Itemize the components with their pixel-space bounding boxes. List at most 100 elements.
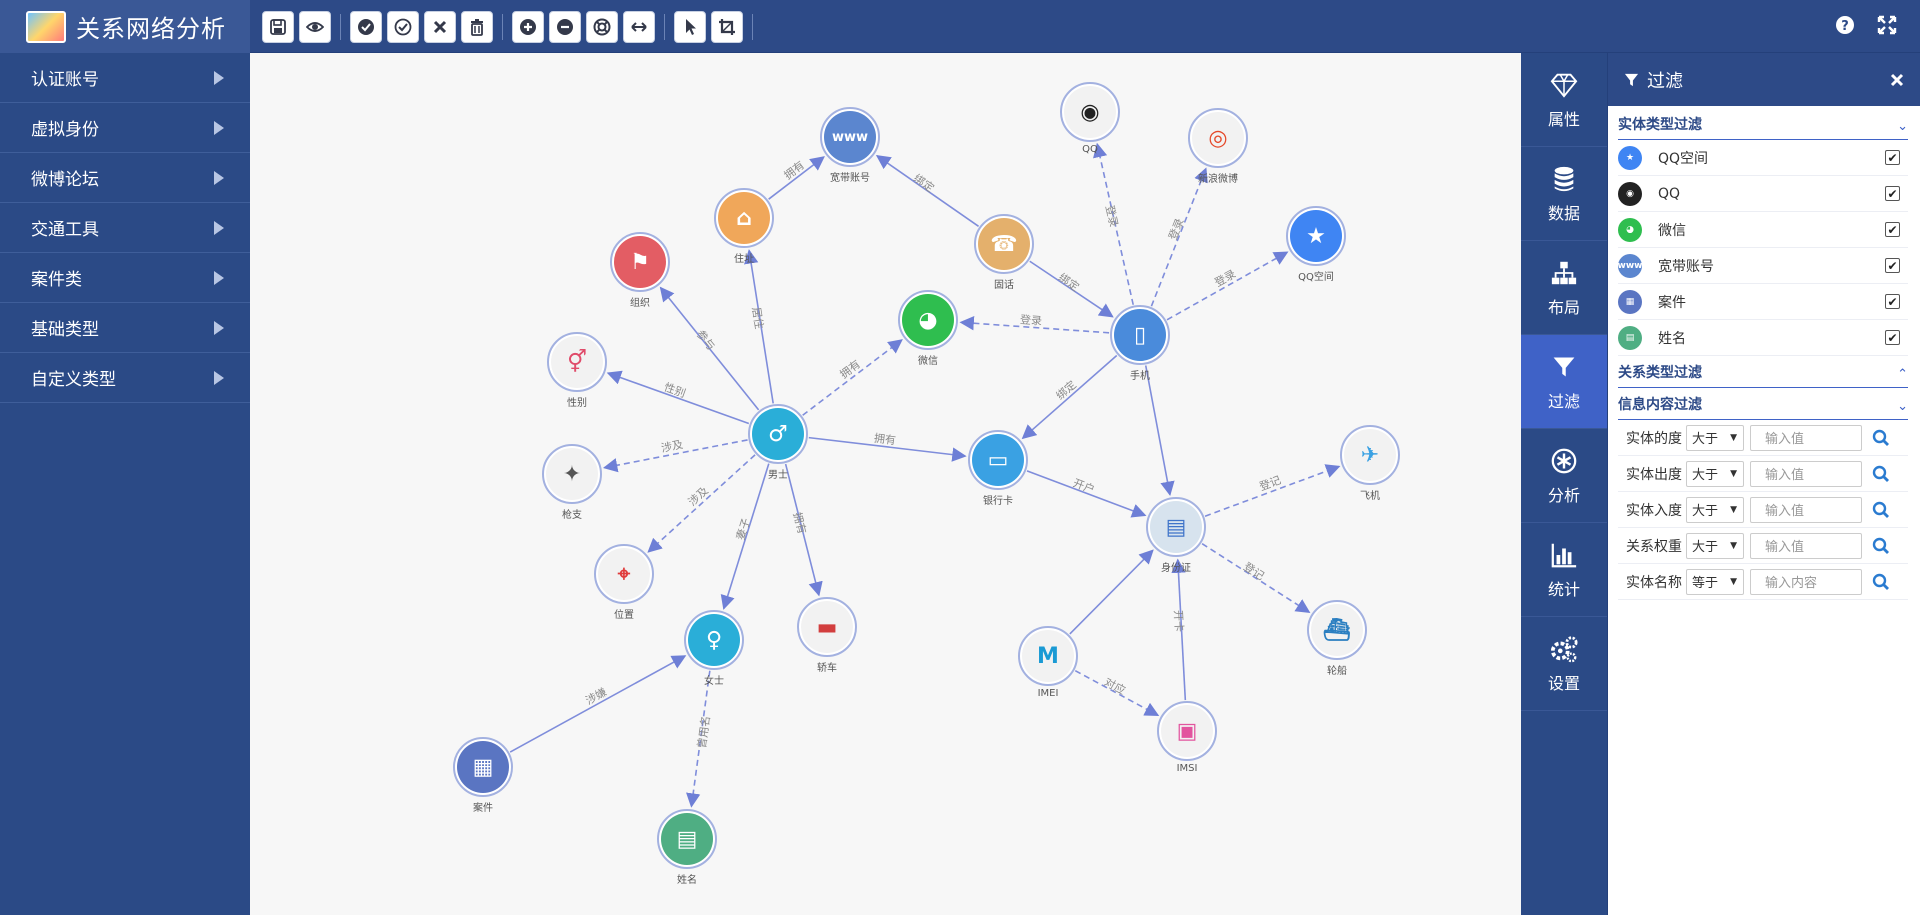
help-button[interactable]: ? xyxy=(1834,14,1856,36)
entity-type-row[interactable]: ◉QQ✔ xyxy=(1618,176,1908,212)
graph-edge-man-bank[interactable] xyxy=(808,436,967,462)
graph-node-weibo[interactable]: ◎ xyxy=(1188,108,1248,168)
sidebar-item-custom-type[interactable]: 自定义类型 xyxy=(0,353,250,403)
search-icon[interactable] xyxy=(1872,573,1890,591)
graph-node-wechat[interactable]: ◕ xyxy=(898,290,958,350)
fullscreen-button[interactable] xyxy=(1876,14,1898,36)
close-panel-icon[interactable] xyxy=(1890,73,1904,87)
tab-data[interactable]: 数据 xyxy=(1521,147,1607,241)
sidebar-item-transport[interactable]: 交通工具 xyxy=(0,203,250,253)
graph-edge-mobile-idcard[interactable] xyxy=(1144,365,1175,496)
graph-edge-mobile-weibo[interactable] xyxy=(1150,167,1208,307)
tab-settings[interactable]: 设置 xyxy=(1521,617,1607,711)
entity-type-checkbox[interactable]: ✔ xyxy=(1885,222,1900,237)
save-button[interactable] xyxy=(262,11,294,43)
graph-edge-man-woman[interactable] xyxy=(720,463,770,610)
crop-button[interactable] xyxy=(711,11,743,43)
entity-type-row[interactable]: ▤姓名✔ xyxy=(1618,320,1908,356)
graph-node-location[interactable]: ⌖ xyxy=(594,544,654,604)
graph-edge-home-broadband[interactable] xyxy=(768,156,825,200)
check-button[interactable] xyxy=(350,11,382,43)
tab-analysis[interactable]: 分析 xyxy=(1521,429,1607,523)
graph-node-woman[interactable]: ♀ xyxy=(684,610,744,670)
sidebar-item-case[interactable]: 案件类 xyxy=(0,253,250,303)
graph-node-qq[interactable]: ◉ xyxy=(1060,82,1120,142)
select-button[interactable] xyxy=(674,11,706,43)
entity-type-row[interactable]: ◕微信✔ xyxy=(1618,212,1908,248)
entity-type-checkbox[interactable]: ✔ xyxy=(1885,186,1900,201)
filter-value-input[interactable]: 输入值 xyxy=(1750,532,1862,559)
close-button[interactable] xyxy=(424,11,456,43)
graph-node-car[interactable]: ▬ xyxy=(797,597,857,657)
operator-select[interactable]: 大于▼ xyxy=(1686,532,1744,559)
graph-edge-case-woman[interactable] xyxy=(509,655,687,753)
graph-node-org[interactable]: ⚑ xyxy=(610,232,670,292)
info-content-filter-header[interactable]: 信息内容过滤 ⌄ xyxy=(1618,388,1908,420)
entity-type-filter-header[interactable]: 实体类型过滤 ⌄ xyxy=(1618,108,1908,140)
graph-edge-man-gender[interactable] xyxy=(606,370,750,425)
zoom-in-button[interactable] xyxy=(512,11,544,43)
graph-edge-mobile-bank[interactable] xyxy=(1021,354,1118,440)
entity-type-checkbox[interactable]: ✔ xyxy=(1885,258,1900,273)
operator-select[interactable]: 大于▼ xyxy=(1686,496,1744,523)
graph-node-phone_fixed[interactable]: ☎ xyxy=(974,214,1034,274)
graph-node-home[interactable]: ⌂ xyxy=(714,188,774,248)
graph-node-broadband[interactable]: www xyxy=(820,107,880,167)
graph-edge-mobile-qzone[interactable] xyxy=(1166,251,1289,321)
tab-filter[interactable]: 过滤 xyxy=(1521,335,1607,429)
graph-edge-man-org[interactable] xyxy=(659,286,760,411)
graph-edge-phone_fixed-broadband[interactable] xyxy=(875,155,979,227)
graph-node-ship[interactable]: ⛴ xyxy=(1307,600,1367,660)
filter-value-input[interactable]: 输入值 xyxy=(1750,460,1862,487)
view-button[interactable] xyxy=(299,11,331,43)
operator-select[interactable]: 等于▼ xyxy=(1686,568,1744,595)
operator-select[interactable]: 大于▼ xyxy=(1686,424,1744,451)
filter-value-input[interactable]: 输入值 xyxy=(1750,496,1862,523)
entity-type-checkbox[interactable]: ✔ xyxy=(1885,294,1900,309)
search-icon[interactable] xyxy=(1872,429,1890,447)
entity-type-checkbox[interactable]: ✔ xyxy=(1885,150,1900,165)
graph-node-plane[interactable]: ✈ xyxy=(1340,425,1400,485)
filter-value-input[interactable]: 输入内容 xyxy=(1750,568,1862,595)
relation-type-filter-header[interactable]: 关系类型过滤 ⌃ xyxy=(1618,356,1908,388)
search-icon[interactable] xyxy=(1872,537,1890,555)
graph-edge-imei-imsi[interactable] xyxy=(1074,670,1160,717)
tab-layout[interactable]: 布局 xyxy=(1521,241,1607,335)
filter-value-input[interactable]: 输入值 xyxy=(1750,424,1862,451)
graph-node-man[interactable]: ♂ xyxy=(748,404,808,464)
graph-edge-imsi-idcard[interactable] xyxy=(1171,558,1187,701)
delete-button[interactable] xyxy=(461,11,493,43)
graph-edge-bank-idcard[interactable] xyxy=(1026,470,1147,518)
center-button[interactable] xyxy=(586,11,618,43)
graph-node-gun[interactable]: ✦ xyxy=(542,444,602,504)
graph-node-gender[interactable]: ⚥ xyxy=(547,332,607,392)
graph-edge-man-car[interactable] xyxy=(784,463,823,597)
sidebar-item-virtual-identity[interactable]: 虚拟身份 xyxy=(0,103,250,153)
graph-node-imei[interactable]: M xyxy=(1018,626,1078,686)
entity-type-row[interactable]: ▦案件✔ xyxy=(1618,284,1908,320)
graph-node-idcard[interactable]: ▤ xyxy=(1146,497,1206,557)
tab-properties[interactable]: 属性 xyxy=(1521,53,1607,147)
graph-edge-man-location[interactable] xyxy=(647,454,756,553)
graph-edge-phone_fixed-mobile[interactable] xyxy=(1029,260,1114,318)
sidebar-item-basic-type[interactable]: 基础类型 xyxy=(0,303,250,353)
search-icon[interactable] xyxy=(1872,501,1890,519)
graph-edge-man-gun[interactable] xyxy=(602,439,748,473)
graph-node-imsi[interactable]: ▣ xyxy=(1157,701,1217,761)
graph-node-mobile[interactable]: ▯ xyxy=(1110,305,1170,365)
operator-select[interactable]: 大于▼ xyxy=(1686,460,1744,487)
graph-node-name[interactable]: ▤ xyxy=(657,809,717,869)
graph-node-bank[interactable]: ▭ xyxy=(968,430,1028,490)
graph-edge-imei-idcard[interactable] xyxy=(1069,549,1154,635)
tab-statistics[interactable]: 统计 xyxy=(1521,523,1607,617)
graph-node-case[interactable]: ▦ xyxy=(453,737,513,797)
graph-edge-mobile-qq[interactable] xyxy=(1093,142,1134,305)
graph-canvas[interactable]: 居住参与性别涉及涉及拥有拥有拥有妻子拥有绑定绑定登录登录登录登录绑定开户登记登记… xyxy=(250,53,1521,915)
fit-width-button[interactable] xyxy=(623,11,655,43)
graph-edge-woman-name[interactable] xyxy=(686,670,711,808)
graph-edge-idcard-plane[interactable] xyxy=(1204,464,1341,517)
graph-edge-man-home[interactable] xyxy=(744,249,774,404)
graph-node-qzone[interactable]: ★ xyxy=(1286,206,1346,266)
graph-edge-mobile-wechat[interactable] xyxy=(959,316,1110,334)
